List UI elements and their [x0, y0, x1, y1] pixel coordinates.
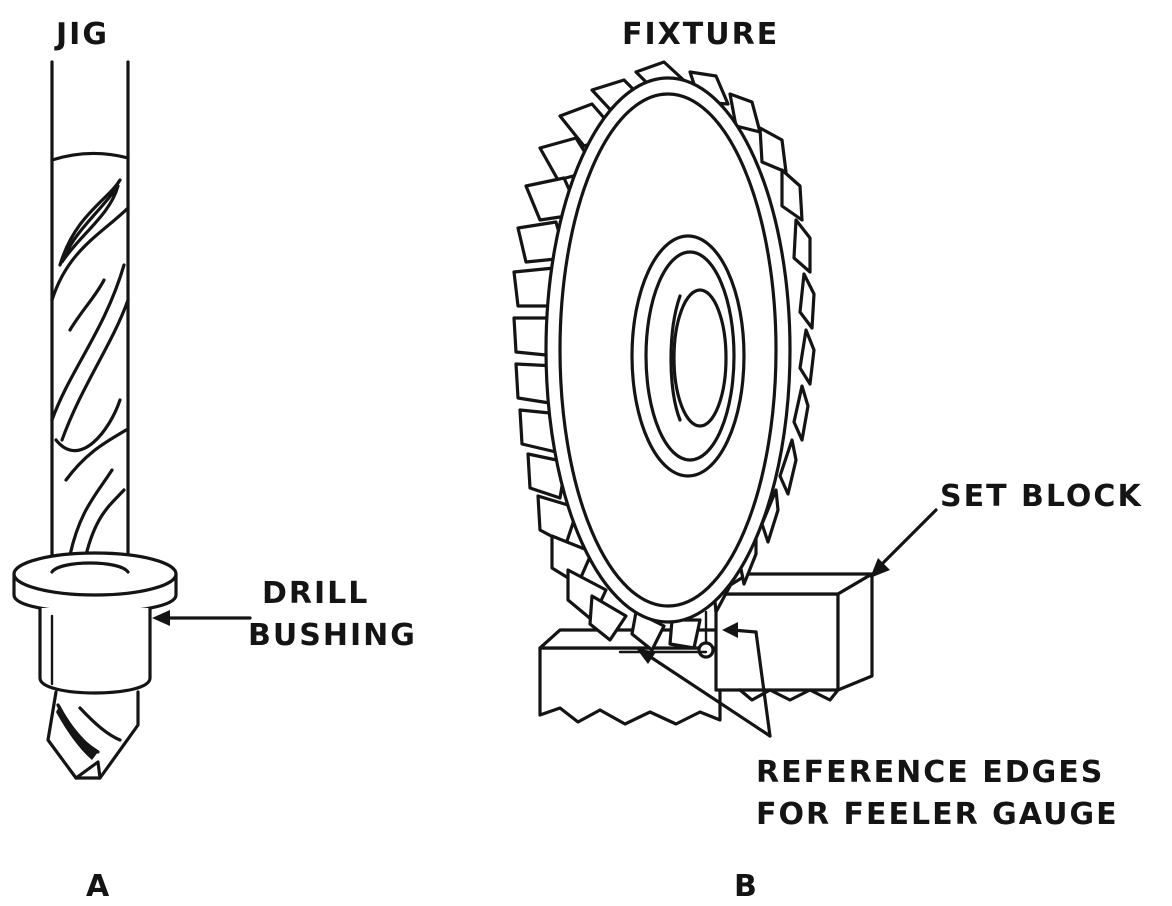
bushing-label-line2: BUSHING: [248, 618, 417, 653]
drill-bushing: [12, 551, 178, 695]
jig-title: JIG: [54, 17, 109, 52]
set-block-leader: [870, 508, 938, 578]
fixture-base: [538, 628, 744, 726]
fixture-title: FIXTURE: [622, 17, 779, 52]
panel-b-fixture: FIXTURE SET BLOCK REFERENCE EDGES FOR FE…: [512, 17, 1143, 904]
panel-b-letter: B: [734, 869, 759, 904]
reference-label-line1: REFERENCE EDGES: [756, 755, 1104, 790]
reference-label-line2: FOR FEELER GAUGE: [756, 797, 1119, 832]
cutter-disc: [544, 76, 792, 624]
reference-edges-leaders: [636, 622, 772, 738]
drill-tip: [46, 690, 140, 780]
set-block-label: SET BLOCK: [940, 479, 1143, 514]
panel-a-letter: A: [86, 869, 111, 904]
set-block: [618, 572, 874, 702]
bushing-leader: [152, 610, 252, 626]
drill-bit: [50, 60, 130, 557]
panel-a-jig: JIG DRILL BUSHING A: [12, 17, 417, 904]
drill-label-line1: DRILL: [262, 576, 369, 611]
